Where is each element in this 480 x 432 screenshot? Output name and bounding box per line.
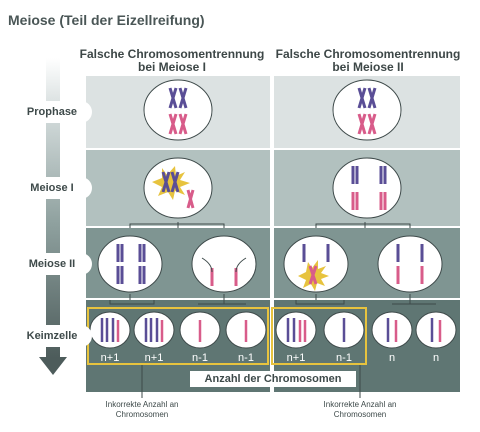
stage-label-meiosis-2: Meiose II <box>12 253 92 275</box>
chromosome-count: n-1 <box>192 352 208 364</box>
gamete-right-4 <box>415 311 457 349</box>
cell-meiosis2-right-2 <box>377 235 443 293</box>
incorrect-count-note-left: Inkorrekte Anzahl an Chromosomen <box>92 400 192 420</box>
column-header-meiosis-2: Falsche Chromosomentrennung bei Meiose I… <box>268 48 468 74</box>
chromosome-count: n-1 <box>238 352 254 364</box>
lineage-lines <box>109 222 436 398</box>
gamete-right-3 <box>371 311 413 349</box>
cell-prophase-left <box>143 79 213 141</box>
stage-label-prophase: Prophase <box>12 101 92 123</box>
chromosome-count: n+1 <box>144 352 164 364</box>
cell-prophase-right <box>332 79 402 141</box>
column-header-line: Falsche Chromosomentrennung <box>79 47 265 61</box>
column-header-line: Falsche Chromosomentrennung <box>275 47 461 61</box>
column-header-line: bei Meiose I <box>137 60 207 74</box>
cell-meiosis2-right-1 <box>283 235 349 293</box>
time-arrow-shaft <box>46 58 60 358</box>
chromosome-count: n-1 <box>336 352 352 364</box>
chromosome-count: n+1 <box>286 352 306 364</box>
chromosome-count: n <box>388 352 396 364</box>
note-line: Chromosomen <box>333 410 387 419</box>
chromosome-count-legend: Anzahl der Chromosomen <box>190 371 356 387</box>
error-burst-icon <box>152 166 190 200</box>
note-line: Inkorrekte Anzahl an <box>323 400 397 409</box>
stage-label-meiosis-1: Meiose I <box>12 177 92 199</box>
column-header-line: bei Meiose II <box>332 60 404 74</box>
cell-meiosis2-left-1 <box>97 235 163 293</box>
gamete-left-4 <box>225 311 267 349</box>
gamete-left-3 <box>179 311 221 349</box>
gamete-left-1 <box>89 311 131 349</box>
stage-label-gamete: Keimzelle <box>12 325 92 347</box>
gamete-right-1 <box>275 311 317 349</box>
incorrect-count-note-right: Inkorrekte Anzahl an Chromosomen <box>310 400 410 420</box>
chromosome-count: n <box>432 352 440 364</box>
column-header-meiosis-1: Falsche Chromosomentrennung bei Meiose I <box>72 48 272 74</box>
gamete-right-2 <box>323 311 365 349</box>
time-arrow-head <box>39 357 67 375</box>
cell-meiosis1-left <box>143 157 213 219</box>
diagram-title: Meiose (Teil der Eizellreifung) <box>8 12 205 28</box>
note-line: Chromosomen <box>115 410 169 419</box>
cell-meiosis1-right <box>332 157 402 219</box>
cell-meiosis2-left-2 <box>191 235 257 293</box>
incorrect-gametes-highlight-right <box>271 307 367 365</box>
note-line: Inkorrekte Anzahl an <box>105 400 179 409</box>
chromosome-count: n+1 <box>100 352 120 364</box>
gamete-left-2 <box>133 311 175 349</box>
